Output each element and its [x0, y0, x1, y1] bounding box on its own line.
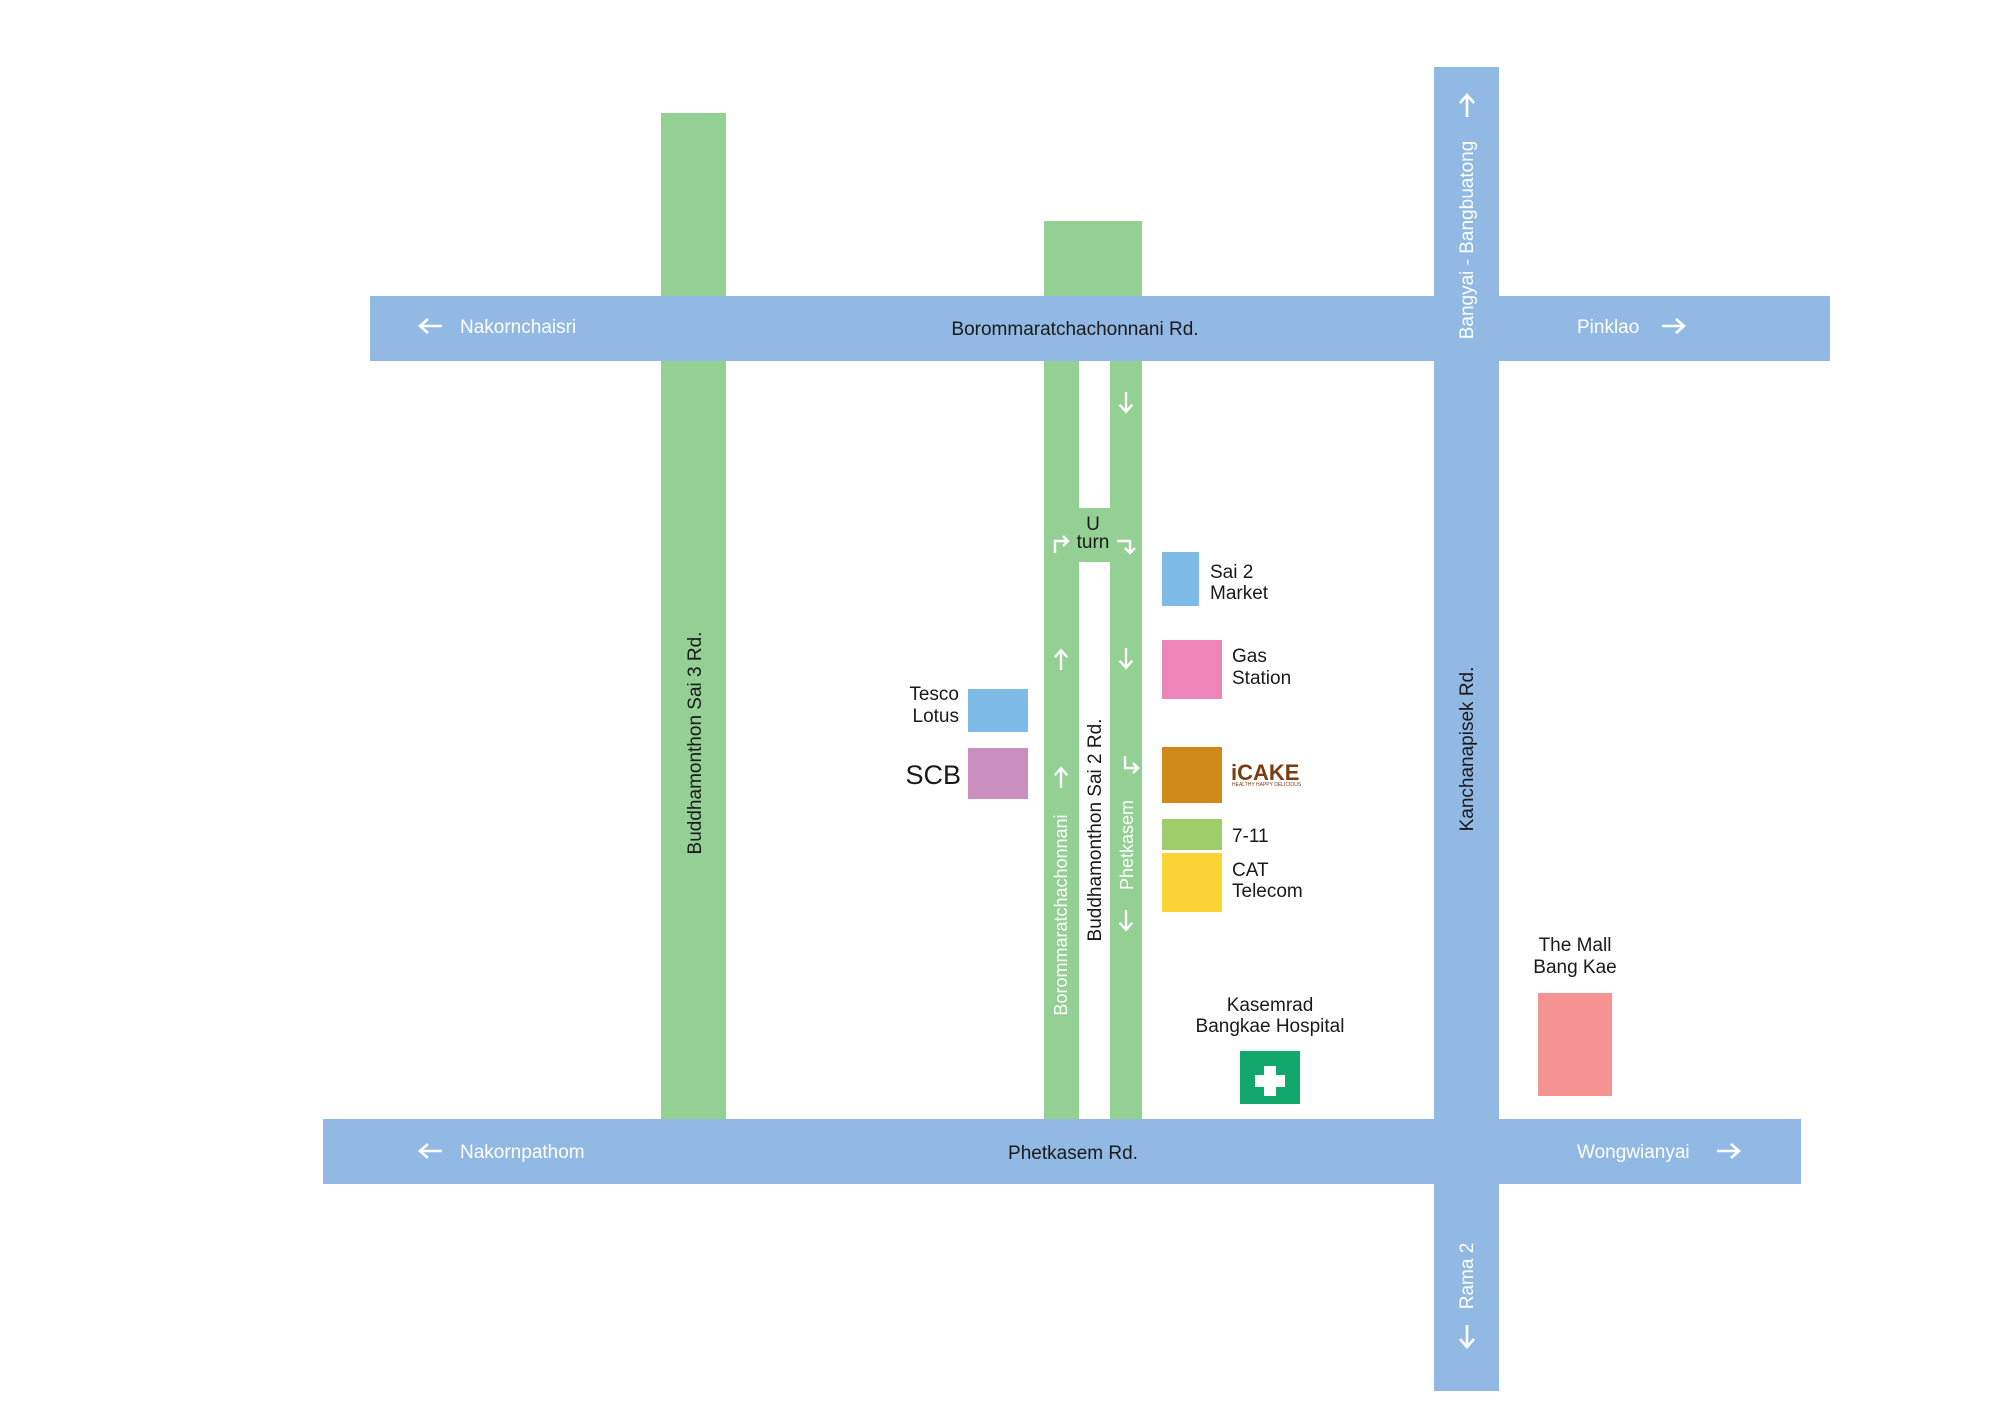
borommaratchachonnani-label: Borommaratchachonnani Rd. — [951, 319, 1198, 340]
svg-text:Bangkae Hospital: Bangkae Hospital — [1196, 1016, 1345, 1037]
kanchanapisek-road — [1434, 67, 1499, 1391]
seven-eleven-marker — [1162, 819, 1222, 850]
phetkasem-road — [323, 1119, 1801, 1184]
landmark-the-mall: The Mall Bang Kae — [1533, 935, 1617, 1096]
market-marker — [1162, 552, 1199, 606]
landmark-gas-station: Gas Station — [1162, 640, 1291, 699]
landmark-scb: SCB — [905, 748, 1028, 799]
direction-nakornchaisri: Nakornchaisri — [418, 317, 576, 338]
sai2-left-lane-label: Borommaratchachonnani — [1051, 814, 1071, 1015]
svg-text:Rama 2: Rama 2 — [1457, 1243, 1478, 1310]
kanchanapisek-label: Kanchanapisek Rd. — [1457, 667, 1478, 832]
direction-wongwianyai: Wongwianyai — [1577, 1142, 1741, 1163]
sai3-label: Buddhamonthon Sai 3 Rd. — [685, 632, 706, 855]
uturn-label: U turn — [1077, 514, 1110, 553]
svg-text:Nakornchaisri: Nakornchaisri — [460, 317, 576, 338]
sai2-road-top — [1044, 221, 1142, 301]
uturn-connector — [1044, 508, 1142, 562]
icake-marker — [1162, 747, 1222, 803]
sai2-label: Buddhamonthon Sai 2 Rd. — [1085, 719, 1106, 942]
svg-text:Pinklao: Pinklao — [1577, 317, 1639, 338]
svg-text:Kasemrad: Kasemrad — [1227, 995, 1314, 1016]
svg-text:Wongwianyai: Wongwianyai — [1577, 1142, 1690, 1163]
borommaratchachonnani-road — [370, 296, 1830, 361]
landmark-sai2-market: Sai 2 Market — [1162, 552, 1269, 606]
svg-text:turn: turn — [1077, 532, 1110, 553]
svg-text:Market: Market — [1210, 583, 1269, 604]
direction-pinklao: Pinklao — [1577, 317, 1686, 338]
svg-text:Telecom: Telecom — [1232, 881, 1303, 902]
turn-arrow-icon — [1053, 535, 1070, 553]
svg-text:Lotus: Lotus — [913, 706, 959, 727]
landmark-icake: iCAKE HEALTHY HAPPY DELICIOUS — [1162, 747, 1302, 803]
landmark-cat-telecom: CAT Telecom — [1162, 853, 1303, 912]
svg-text:The Mall: The Mall — [1539, 935, 1612, 956]
direction-nakornpathom: Nakornpathom — [418, 1142, 585, 1163]
svg-text:Bang Kae: Bang Kae — [1533, 957, 1616, 978]
svg-text:7-11: 7-11 — [1232, 826, 1269, 847]
scb-marker — [968, 748, 1028, 799]
svg-text:Sai 2: Sai 2 — [1210, 562, 1253, 583]
direction-bangyai: Bangyai - Bangbuatong — [1457, 93, 1478, 340]
icake-logo: iCAKE — [1231, 760, 1299, 785]
turn-arrow-icon — [1117, 539, 1136, 555]
svg-text:SCB: SCB — [905, 760, 961, 790]
svg-text:Bangyai - Bangbuatong: Bangyai - Bangbuatong — [1457, 141, 1478, 340]
turn-arrow-icon — [1123, 756, 1140, 774]
sai2-right-lane-label: Phetkasem — [1117, 800, 1137, 890]
sai2-right-lane — [1110, 300, 1142, 1122]
svg-text:Tesco: Tesco — [909, 684, 959, 705]
landmark-7-11: 7-11 — [1162, 819, 1269, 850]
cat-marker — [1162, 853, 1222, 912]
svg-text:CAT: CAT — [1232, 860, 1269, 881]
svg-text:U: U — [1086, 514, 1100, 535]
icake-tagline: HEALTHY HAPPY DELICIOUS — [1232, 782, 1302, 788]
tesco-marker — [968, 689, 1028, 732]
svg-text:Gas: Gas — [1232, 646, 1267, 667]
gas-marker — [1162, 640, 1222, 699]
landmark-kasemrad-hospital: Kasemrad Bangkae Hospital — [1196, 995, 1345, 1104]
hospital-cross-icon — [1255, 1066, 1285, 1096]
mall-marker — [1538, 993, 1612, 1096]
svg-text:Station: Station — [1232, 668, 1291, 689]
landmark-tesco-lotus: Tesco Lotus — [909, 684, 1028, 732]
sai3-road — [661, 113, 726, 1122]
phetkasem-label: Phetkasem Rd. — [1008, 1143, 1138, 1164]
direction-rama2: Rama 2 — [1457, 1243, 1478, 1349]
sai2-left-lane — [1044, 300, 1079, 1122]
svg-text:Nakornpathom: Nakornpathom — [460, 1142, 585, 1163]
